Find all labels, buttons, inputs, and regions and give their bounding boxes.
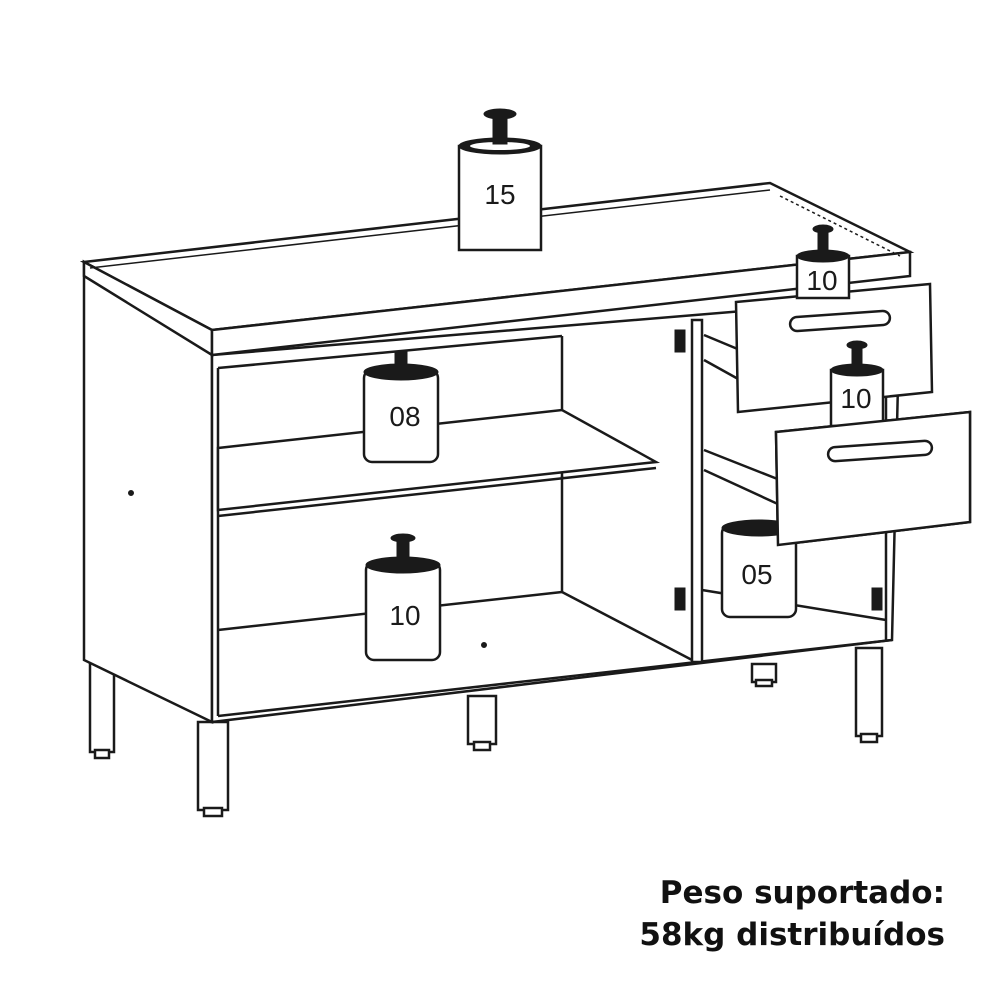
svg-text:10: 10 <box>840 383 871 414</box>
weight-top: 15 <box>457 108 543 252</box>
weight-capacity-caption: Peso suportado: 58kg distribuídos <box>639 872 945 956</box>
svg-text:15: 15 <box>484 179 515 210</box>
cabinet-legs <box>88 646 884 818</box>
svg-text:10: 10 <box>389 600 420 631</box>
weight-shelf-upper: 08 <box>362 351 440 464</box>
weight-drawer-bottom: 10 <box>829 340 885 428</box>
weight-drawer-top: 10 <box>795 224 851 300</box>
svg-text:10: 10 <box>806 265 837 296</box>
hinge-icons <box>674 329 883 611</box>
svg-text:05: 05 <box>741 559 772 590</box>
caption-line-1: Peso suportado: <box>659 875 945 911</box>
weight-right-bottom: 05 <box>720 519 798 619</box>
caption-line-2: 58kg distribuídos <box>639 917 945 953</box>
center-divider <box>690 318 704 664</box>
weight-shelf-lower: 10 <box>364 533 442 662</box>
svg-text:08: 08 <box>389 401 420 432</box>
